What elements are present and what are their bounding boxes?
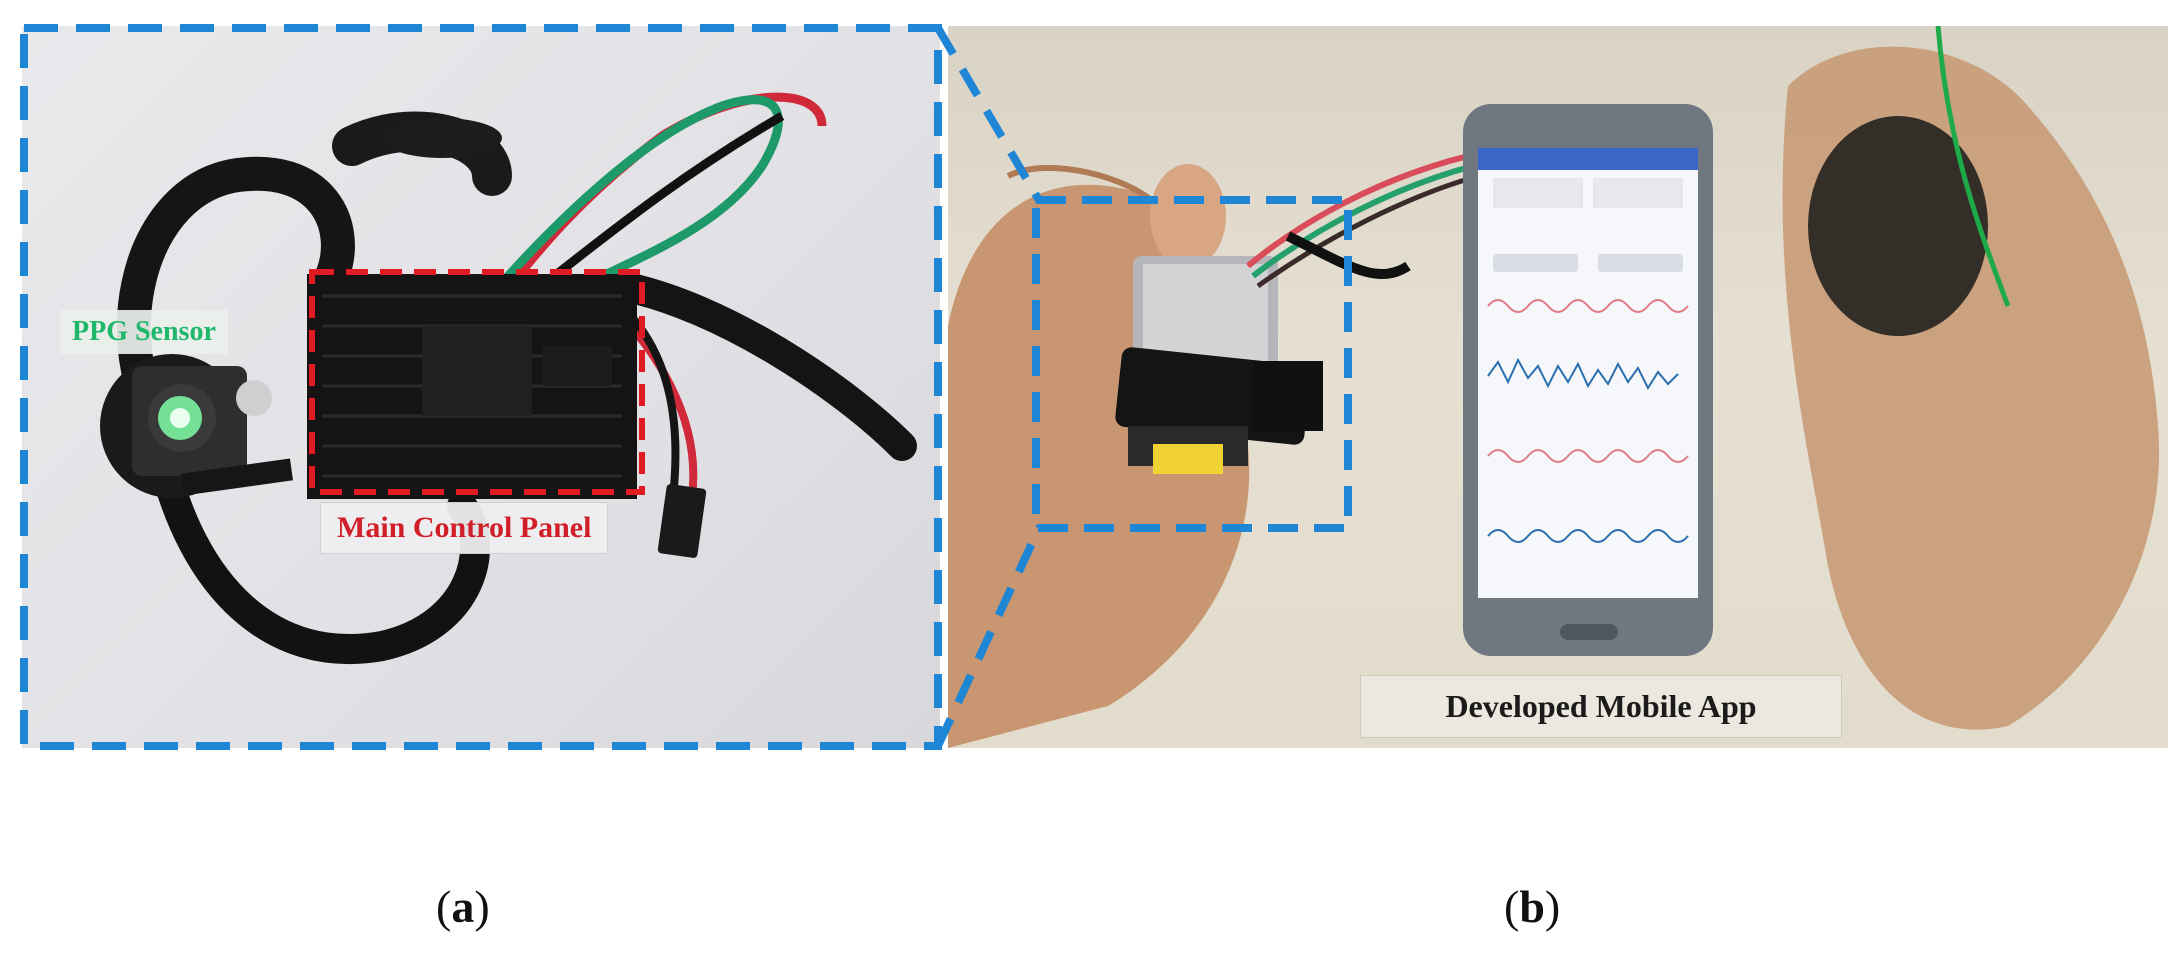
mobile-app-image: [948, 26, 2160, 748]
developed-mobile-app-label: Developed Mobile App: [1360, 675, 1842, 738]
caption-b: (b): [1504, 881, 1561, 932]
panel-a-photo: PPG Sensor Main Control Panel: [22, 26, 940, 748]
main-control-panel-label: Main Control Panel: [320, 502, 609, 554]
caption-a: (a): [436, 881, 490, 932]
ppg-sensor-label: PPG Sensor: [60, 310, 228, 354]
sensor-device-image: [100, 92, 917, 665]
panel-b-photo: Developed Mobile App: [948, 26, 2168, 748]
